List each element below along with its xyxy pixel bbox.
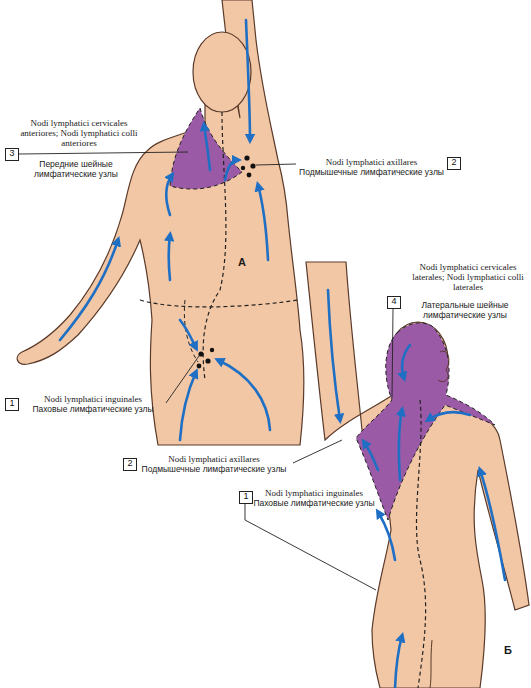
callout-number: 3 [9,148,14,158]
callout-box: 1 [239,491,253,504]
callout-box: 2 [447,157,461,170]
callout-box: 1 [5,398,19,411]
latin-name: Nodi lymphatici inguinales [22,394,164,404]
russian-name: Подмышечные лимфатические узлы [139,465,289,475]
leader-lines [19,152,393,590]
latin-name: Nodi lymphatici inguinales [253,488,375,498]
front-figure [17,0,304,445]
russian-name: Подмышечные лимфатические узлы [298,168,445,178]
callout-number: 4 [391,296,396,306]
callout-number: 2 [127,458,132,468]
latin-name: Nodi lymphatici axillares [139,454,289,464]
callout-number: 1 [9,398,14,408]
callout-box: 2 [123,458,137,471]
callout-box: 4 [387,296,401,309]
latin-name: Nodi lymphatici axillares [298,157,445,167]
russian-name: Паховые лимфатические узлы [22,405,164,415]
russian-name: Передние шейные лимфатические узлы [24,160,128,179]
back-figure [306,262,529,688]
russian-name: Латеральные шейные лимфатические узлы [402,301,528,320]
callout-number: 2 [451,157,456,167]
panel-letter: Б [504,644,524,656]
latin-name: Nodi lymphatici cervicales anteriores; N… [20,118,138,148]
callout-number: 1 [243,491,248,501]
panel-letter: А [238,256,258,268]
latin-name: Nodi lymphatici cervicales laterales; No… [408,262,528,292]
callout-box: 3 [5,148,19,161]
russian-name: Паховые лимфатические узлы [253,499,375,509]
